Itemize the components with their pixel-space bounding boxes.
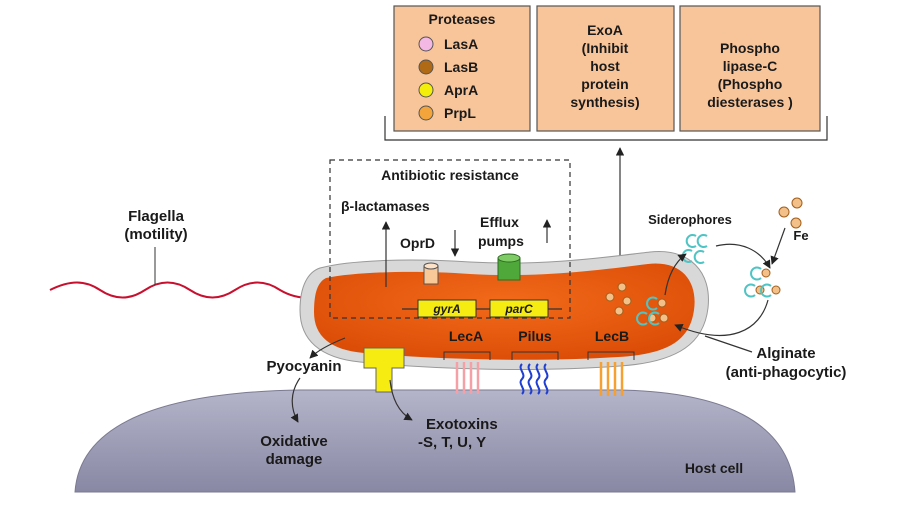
secretion-bracket: [384, 116, 828, 141]
gyra-label: gyrA: [432, 302, 460, 316]
antibiotic-resistance-title: Antibiotic resistance: [381, 167, 519, 183]
lecb-label: LecB: [595, 328, 629, 344]
efflux-label-1: Efflux: [480, 214, 519, 230]
lasa-dot: [418, 36, 434, 52]
oxidative-arrow: [290, 377, 301, 423]
alginate-pointer: [704, 335, 753, 353]
lecb-anchor: [587, 351, 635, 360]
free-siderophores: [681, 234, 708, 264]
host-cell-label: Host cell: [685, 460, 743, 476]
leca-anchor: [443, 351, 491, 360]
pyocyanin-label: Pyocyanin: [266, 358, 341, 375]
phospholipase-line-1: Phospho: [720, 40, 780, 56]
oprd-label: OprD: [400, 235, 435, 251]
exotoxins-label-1: Exotoxins: [426, 416, 498, 433]
apra-dot: [418, 82, 434, 98]
flagella-label-1: Flagella: [128, 208, 185, 225]
exoa-line-2: (Inhibit: [582, 40, 629, 56]
prpl-dot: [418, 105, 434, 121]
pilus-fibers: [519, 363, 549, 395]
siderophores-label: Siderophores: [648, 212, 732, 227]
exoa-box: [536, 5, 675, 132]
apra-label: AprA: [444, 82, 478, 98]
alginate-label-2: (anti-phagocytic): [726, 364, 847, 381]
exotoxins-label-2: -S, T, U, Y: [418, 434, 486, 451]
lasb-dot: [418, 59, 434, 75]
leca-adhesin: [455, 362, 480, 394]
pilus-anchor: [511, 351, 559, 360]
lasa-label: LasA: [444, 36, 478, 52]
secretion-apparatus: [363, 347, 405, 393]
flagellum: [49, 281, 311, 299]
pilus-label: Pilus: [518, 328, 552, 344]
gyra-box: [417, 299, 477, 318]
oxidative-label-2: damage: [266, 451, 323, 468]
leca-label: LecA: [449, 328, 483, 344]
efflux-label-2: pumps: [478, 233, 524, 249]
phospholipase-line-4: diesterases ): [707, 94, 793, 110]
exoa-line-1: ExoA: [587, 22, 623, 38]
internal-siderophore-complexes: [636, 296, 669, 326]
prpl-label: PrpL: [444, 105, 476, 121]
fe-arrow: [770, 227, 786, 265]
host-cell: [74, 389, 796, 493]
lasb-label: LasB: [444, 59, 478, 75]
beta-lactamases-label: β-lactamases: [341, 198, 430, 214]
internal-iron-particles: [605, 282, 632, 316]
exotoxins-arrow: [389, 379, 413, 421]
oxidative-label-1: Oxidative: [260, 433, 328, 450]
siderophore-uptake-arrow: [674, 299, 769, 337]
proteases-title: Proteases: [429, 11, 496, 27]
external-siderophore-complexes: [744, 266, 781, 298]
efflux-pump-top: [497, 253, 521, 263]
pyocyanin-arrow: [309, 337, 346, 359]
phospholipase-line-3: (Phospho: [718, 76, 783, 92]
phospholipase-box: [679, 5, 821, 132]
exoa-line-3: host: [590, 58, 620, 74]
siderophore-release-arrow: [664, 253, 687, 296]
exoa-line-5: synthesis): [570, 94, 639, 110]
siderophore-bind-arrow: [715, 243, 771, 269]
exoa-line-4: protein: [581, 76, 628, 92]
proteases-box: [393, 5, 531, 132]
parc-label: parC: [504, 302, 533, 316]
fe-label: Fe: [793, 228, 808, 243]
antibiotic-resistance-box: [329, 159, 571, 319]
oprd-channel-top: [423, 262, 439, 270]
lecb-adhesin: [599, 362, 624, 396]
parc-box: [489, 299, 549, 318]
iron-particles: [778, 197, 803, 229]
flagella-label-2: (motility): [124, 226, 187, 243]
alginate-label-1: Alginate: [756, 345, 815, 362]
phospholipase-line-2: lipase-C: [723, 58, 777, 74]
